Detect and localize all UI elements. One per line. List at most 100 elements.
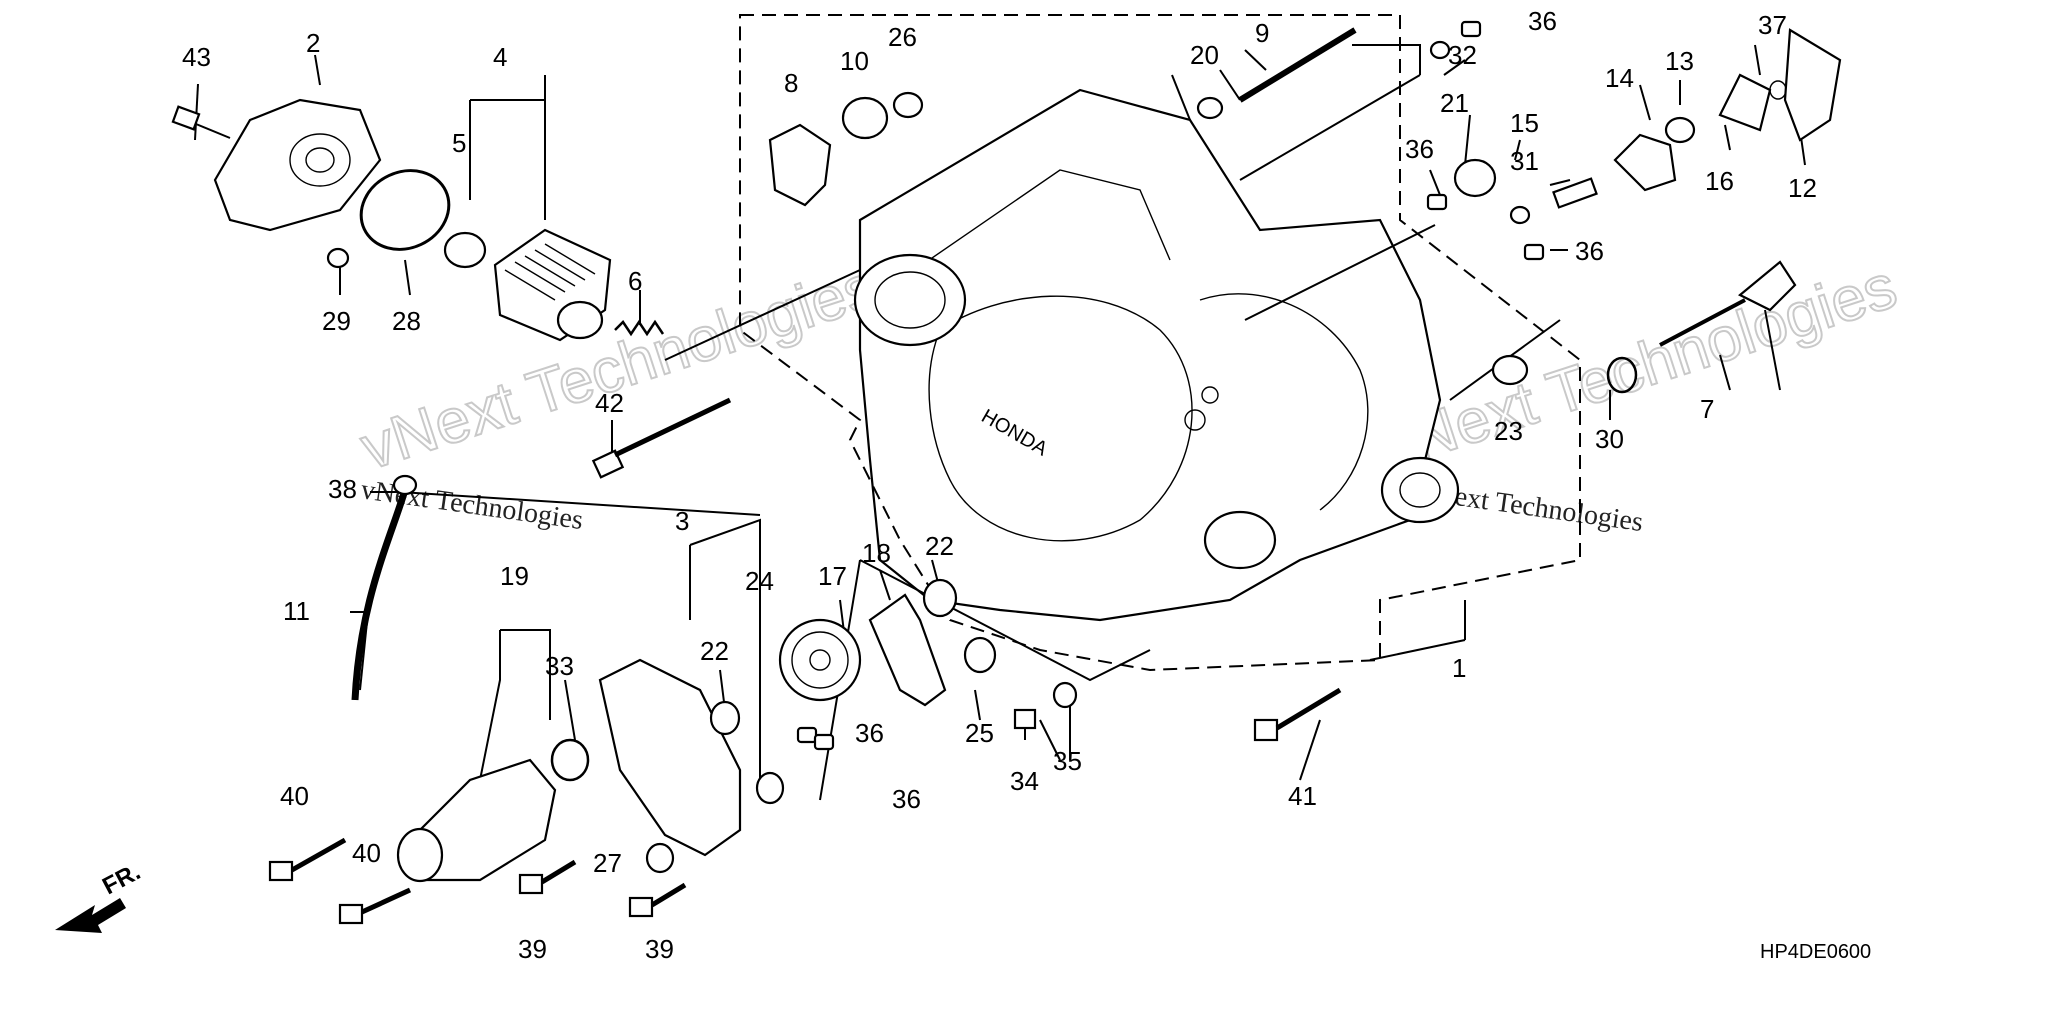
dowel-36-c-part xyxy=(1523,243,1545,261)
bearing-22-b-part xyxy=(922,578,958,618)
bearing-23-part xyxy=(1491,354,1529,386)
callout-8: 8 xyxy=(784,68,798,98)
callout-40a: 40 xyxy=(280,781,309,811)
callout-33: 33 xyxy=(545,651,574,681)
bolt-42-part xyxy=(591,397,732,479)
bearing-25-part xyxy=(963,636,997,674)
callout-4: 4 xyxy=(493,42,507,72)
part-14 xyxy=(1613,133,1677,192)
callout-18: 18 xyxy=(862,538,891,568)
callout-26: 26 xyxy=(888,22,917,52)
dowel-36-b-part xyxy=(1426,193,1448,211)
callout-20: 20 xyxy=(1190,40,1219,70)
part-8 xyxy=(768,123,832,207)
washer-26-part xyxy=(892,91,924,119)
oring-30-part xyxy=(1606,356,1638,394)
bolt-39-b-part xyxy=(628,882,687,918)
crankcase-cover-part: HONDA xyxy=(853,88,1460,622)
callout-23: 23 xyxy=(1494,416,1523,446)
callout-31: 31 xyxy=(1510,146,1539,176)
bolt-40-a-part xyxy=(268,837,347,882)
callout-41: 41 xyxy=(1288,781,1317,811)
front-mark-label: FR. xyxy=(98,858,145,900)
watermark-outline-right: vNext Technologies xyxy=(1373,252,1905,483)
nut-34-part xyxy=(1013,708,1037,730)
callout-32: 32 xyxy=(1448,40,1477,70)
pipe-11-part xyxy=(351,488,409,701)
callout-36c: 36 xyxy=(1575,236,1604,266)
dowel-36-a-part xyxy=(1460,20,1482,38)
gear-17-part xyxy=(778,618,862,702)
callout-39a: 39 xyxy=(518,934,547,964)
bolt-39-a-part xyxy=(518,859,577,895)
clip-38-part xyxy=(392,474,418,496)
callout-28: 28 xyxy=(392,306,421,336)
oring-28-part xyxy=(359,169,451,251)
callout-9: 9 xyxy=(1255,18,1269,48)
callout-13: 13 xyxy=(1665,46,1694,76)
callout-6: 6 xyxy=(628,266,642,296)
washer-35-part xyxy=(1052,681,1078,709)
callout-40b: 40 xyxy=(352,838,381,868)
bolt-41-part xyxy=(1253,687,1342,742)
callout-35: 35 xyxy=(1053,746,1082,776)
shaft-9-part xyxy=(1238,27,1357,103)
washer-31-part xyxy=(1509,205,1531,225)
seal-27-part xyxy=(645,842,675,874)
callout-43: 43 xyxy=(182,42,211,72)
callout-38: 38 xyxy=(328,474,357,504)
callout-7: 7 xyxy=(1700,394,1714,424)
dipstick-7-part xyxy=(1659,260,1797,347)
bearing-22-a-part xyxy=(709,700,741,736)
bolt-43-part xyxy=(171,105,231,139)
callout-22a: 22 xyxy=(925,531,954,561)
callout-36b: 36 xyxy=(1405,134,1434,164)
callout-36a: 36 xyxy=(1528,6,1557,36)
callout-30: 30 xyxy=(1595,424,1624,454)
part-13 xyxy=(1664,116,1696,144)
small-parts xyxy=(171,20,1842,925)
callout-1: 1 xyxy=(1452,653,1466,683)
seal-10-part xyxy=(841,96,889,140)
callout-39b: 39 xyxy=(645,934,674,964)
callout-15: 15 xyxy=(1510,108,1539,138)
callout-24: 24 xyxy=(745,566,774,596)
starter-motor-19-part xyxy=(396,758,557,883)
housing-3-part xyxy=(598,658,742,857)
spring-6-part xyxy=(614,319,665,337)
bearing-24-part xyxy=(755,771,785,805)
washer-32-part xyxy=(1429,40,1451,60)
diagram-code: HP4DE0600 xyxy=(1760,941,1871,963)
dowel-36-e-part xyxy=(813,733,835,751)
callout-16: 16 xyxy=(1705,166,1734,196)
washer-20-part xyxy=(1196,96,1224,120)
callout-36d: 36 xyxy=(855,718,884,748)
oil-filter-4-part xyxy=(493,228,612,342)
callout-17: 17 xyxy=(818,561,847,591)
part-16 xyxy=(1718,73,1772,132)
watermark-outline-left: vNext Technologies xyxy=(353,252,885,483)
callout-5: 5 xyxy=(452,128,466,158)
callout-14: 14 xyxy=(1605,63,1634,93)
callout-36e: 36 xyxy=(892,784,921,814)
assembly-outline xyxy=(739,14,1581,672)
arm-18-part xyxy=(868,593,947,707)
callout-29: 29 xyxy=(322,306,351,336)
seal-5-part xyxy=(443,231,487,269)
callout-3: 3 xyxy=(675,506,689,536)
front-arrow-icon: FR. xyxy=(55,858,145,933)
filter-cover-2-part xyxy=(213,98,382,232)
callout-10: 10 xyxy=(840,46,869,76)
callout-19: 19 xyxy=(500,561,529,591)
callout-21: 21 xyxy=(1440,88,1469,118)
callout-27: 27 xyxy=(593,848,622,878)
callout-2: 2 xyxy=(306,28,320,58)
callout-labels: 1 2 3 4 5 6 7 8 9 10 11 12 13 14 15 16 1… xyxy=(182,6,1817,964)
oring-33-part xyxy=(550,738,590,782)
washer-29-part xyxy=(326,247,350,269)
bolt-40-b-part xyxy=(338,887,412,925)
callout-37: 37 xyxy=(1758,10,1787,40)
clip-37-part xyxy=(1769,80,1787,100)
callout-11: 11 xyxy=(283,596,310,626)
